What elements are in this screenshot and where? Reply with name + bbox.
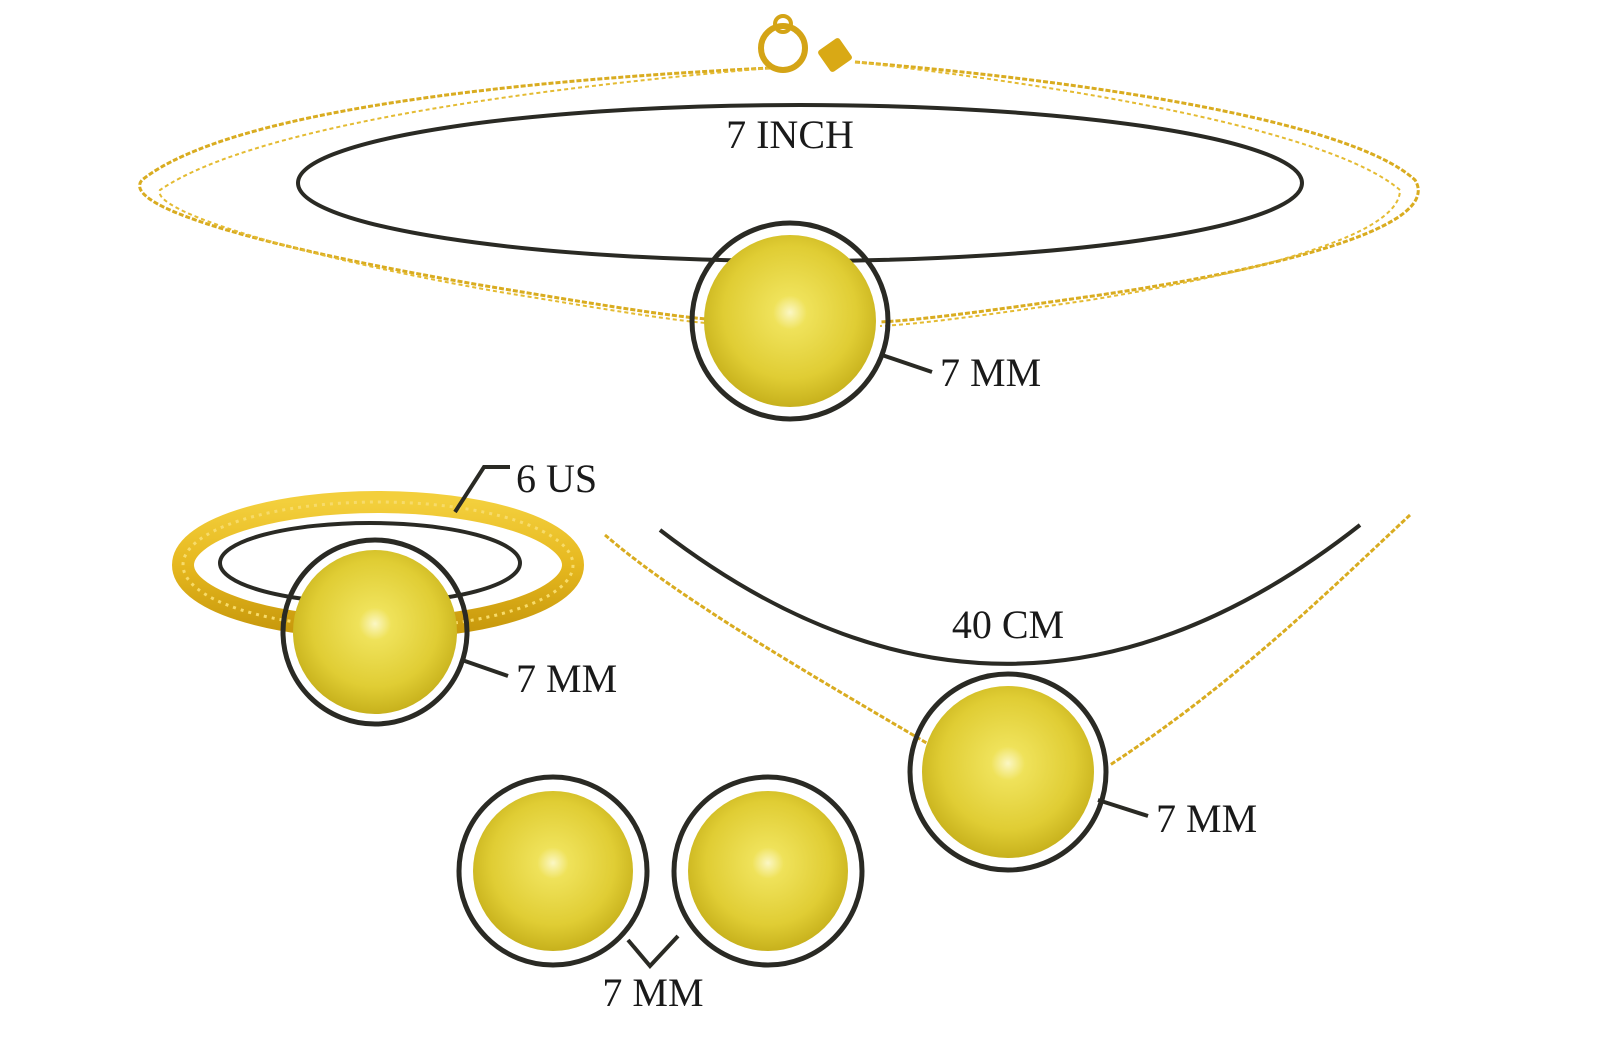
ring-pearl <box>293 550 457 714</box>
bracelet-pearl-outline <box>689 220 891 422</box>
bracelet-pearl-leader <box>881 353 933 374</box>
ring-size-leader <box>453 465 510 514</box>
bracelet-tag <box>818 38 852 72</box>
necklace-chain-left <box>604 533 931 747</box>
earring-pearl-label: 7 MM <box>602 970 703 1015</box>
necklace-pearl-leader <box>1097 798 1149 818</box>
earring-left-outline <box>456 774 650 968</box>
bracelet-chain-outer <box>138 66 771 322</box>
bracelet-chain-right-inner <box>854 61 1402 327</box>
bracelet-pearl <box>704 235 876 407</box>
ring-size-label: 6 US <box>516 456 597 501</box>
earring-right-pearl <box>688 791 848 951</box>
bracelet-clasp-small-ring <box>773 14 793 34</box>
earrings: 7 MM <box>456 774 865 1015</box>
ring-pearl-outline <box>280 537 470 727</box>
bracelet-pearl-label: 7 MM <box>940 350 1041 395</box>
necklace-length-label: 40 CM <box>952 602 1064 647</box>
earring-right-outline <box>671 774 865 968</box>
necklace-pearl-outline <box>907 671 1109 873</box>
earring-left-pearl <box>473 791 633 951</box>
bracelet-chain-right <box>854 60 1420 324</box>
bracelet: 7 INCH 7 MM <box>138 14 1420 422</box>
necklace-pearl <box>922 686 1094 858</box>
necklace: 40 CM 7 MM <box>604 513 1412 873</box>
ring-pearl-label: 7 MM <box>516 656 617 701</box>
ring: 6 US 7 MM <box>172 456 617 727</box>
necklace-chain-right <box>1109 513 1412 767</box>
ring-pearl-leader <box>461 658 509 678</box>
earring-pearl-leader <box>626 934 680 970</box>
bracelet-clasp-ring <box>758 23 808 73</box>
bracelet-length-label: 7 INCH <box>726 112 854 157</box>
necklace-pearl-label: 7 MM <box>1156 796 1257 841</box>
necklace-length-arc <box>658 523 1362 666</box>
